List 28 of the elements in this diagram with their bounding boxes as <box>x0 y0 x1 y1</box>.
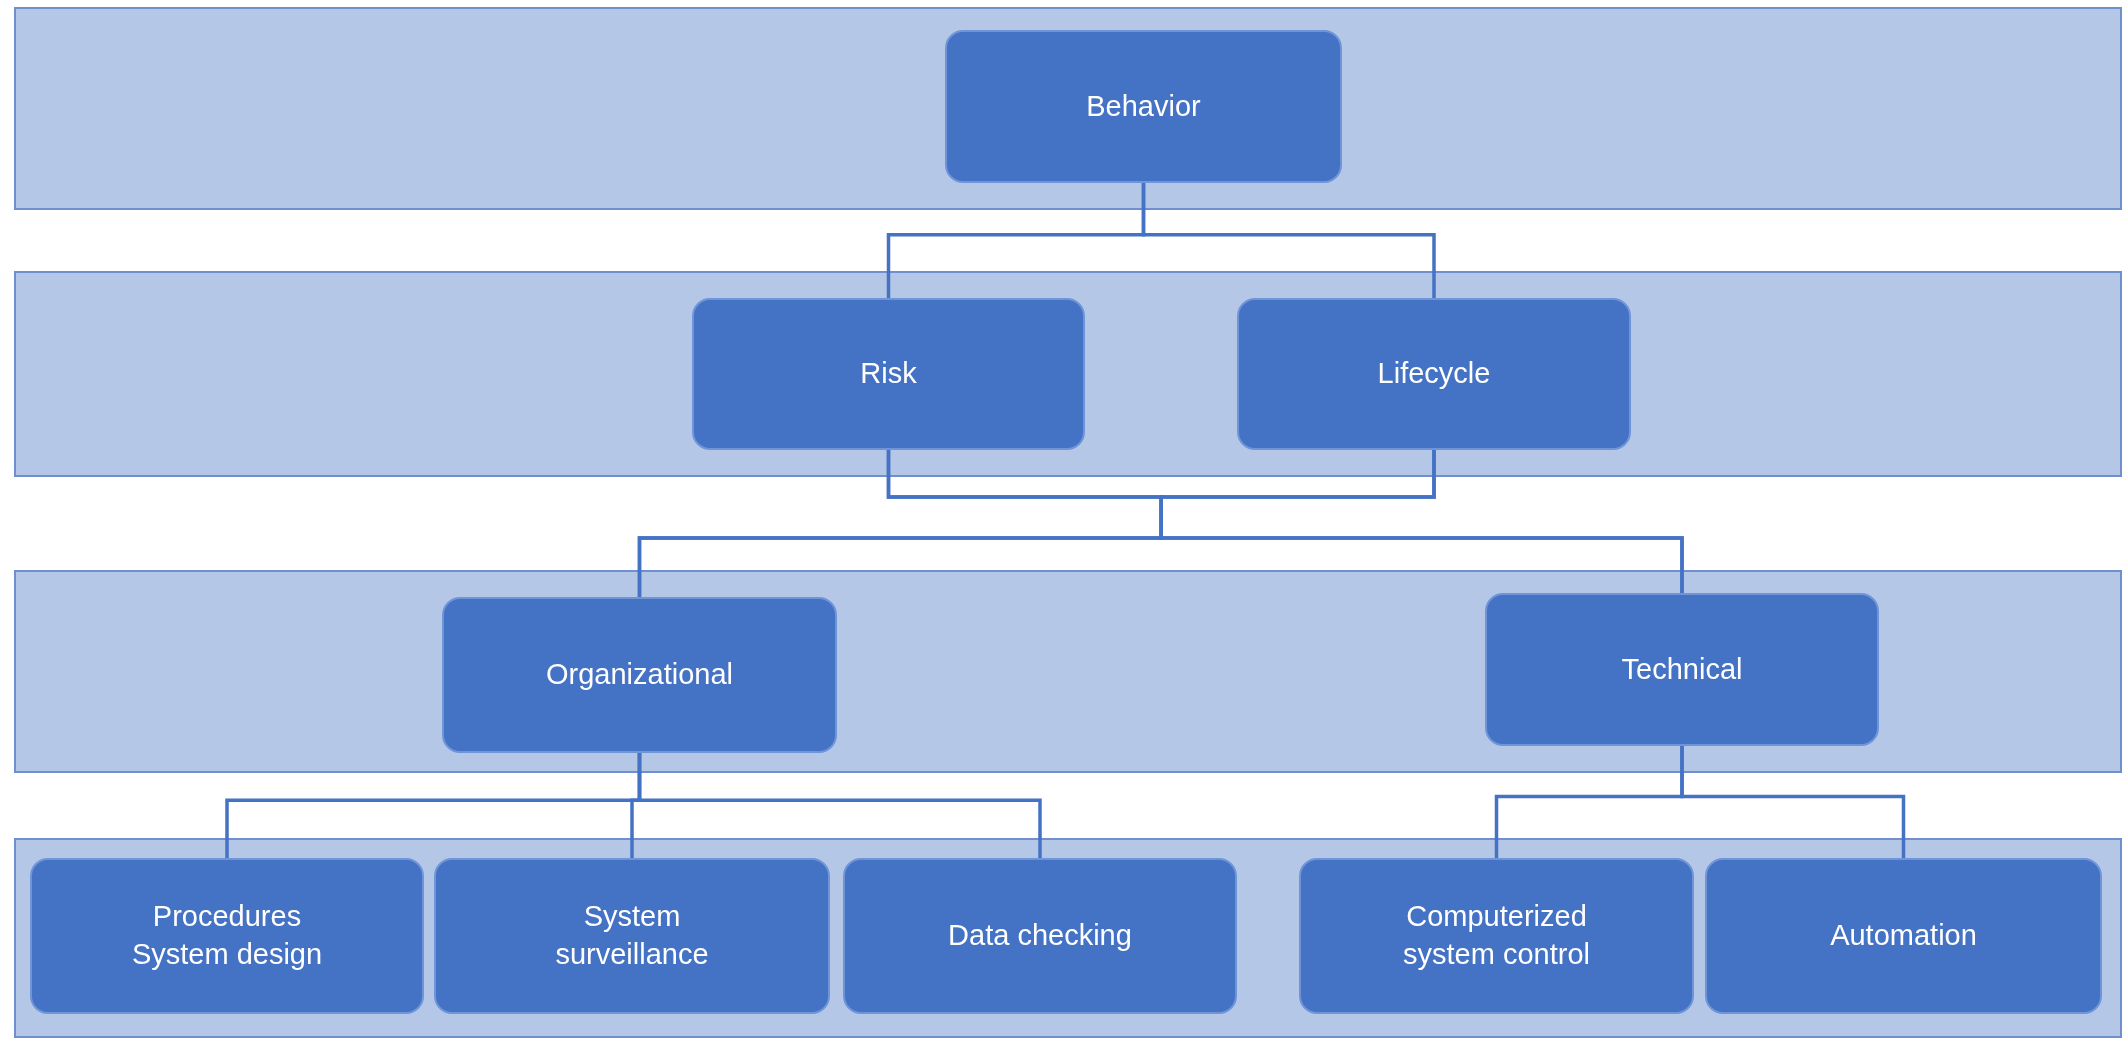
category-label: Computerized system control <box>1402 899 1591 972</box>
connector-line <box>1159 450 1684 593</box>
level-band <box>14 7 2122 210</box>
level-band <box>14 271 2122 477</box>
category-label: Data checking <box>947 918 1133 954</box>
connector-line <box>1141 183 1436 298</box>
category-box <box>945 30 1342 183</box>
category-box <box>843 858 1237 1014</box>
category-label: Lifecycle <box>1376 356 1492 392</box>
category-box <box>30 858 424 1014</box>
level-band <box>14 838 2122 1038</box>
category-label: Procedures System design <box>130 899 324 972</box>
category-box <box>434 858 830 1014</box>
category-label: Risk <box>859 356 918 392</box>
category-label: Organizational <box>545 657 734 693</box>
category-box <box>1705 858 2102 1014</box>
level-band <box>14 570 2122 773</box>
category-box <box>1299 858 1694 1014</box>
connector-line <box>1680 746 1906 858</box>
category-label: Behavior <box>1085 88 1202 124</box>
category-box <box>1237 298 1631 450</box>
category-box <box>1485 593 1879 746</box>
category-label: Technical <box>1620 651 1744 687</box>
category-box <box>692 298 1085 450</box>
category-box <box>442 597 837 753</box>
category-label: System surveillance <box>554 899 710 972</box>
connector-line <box>637 753 1042 858</box>
category-label: Automation <box>1829 918 1978 954</box>
